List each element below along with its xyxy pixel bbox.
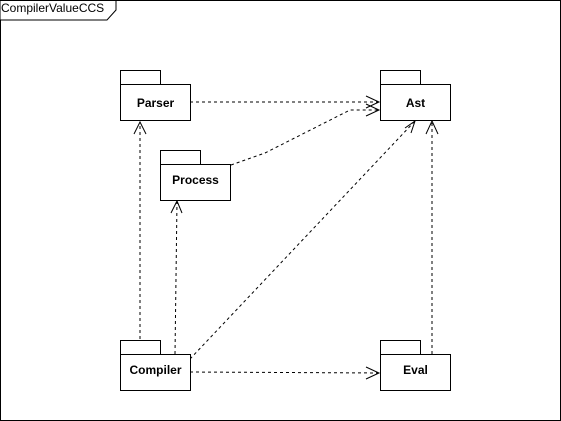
- dependency-compiler-parser[interactable]: [133, 120, 147, 339]
- package-label-process: Process: [172, 173, 219, 187]
- package-ast[interactable]: Ast: [380, 70, 451, 121]
- package-process[interactable]: Process: [160, 150, 231, 201]
- dependency-edges: [133, 95, 439, 380]
- package-compiler[interactable]: Compiler: [120, 340, 191, 391]
- package-eval[interactable]: Eval: [380, 340, 451, 391]
- package-label-parser: Parser: [137, 96, 175, 110]
- package-parser[interactable]: Parser: [120, 70, 191, 121]
- frame-title: CompilerValueCCS: [1, 1, 104, 15]
- package-label-compiler: Compiler: [129, 363, 181, 377]
- dependency-compiler-eval[interactable]: [189, 366, 381, 380]
- package-label-eval: Eval: [403, 363, 428, 377]
- dependency-process-ast[interactable]: [230, 103, 381, 166]
- package-label-ast: Ast: [406, 96, 425, 110]
